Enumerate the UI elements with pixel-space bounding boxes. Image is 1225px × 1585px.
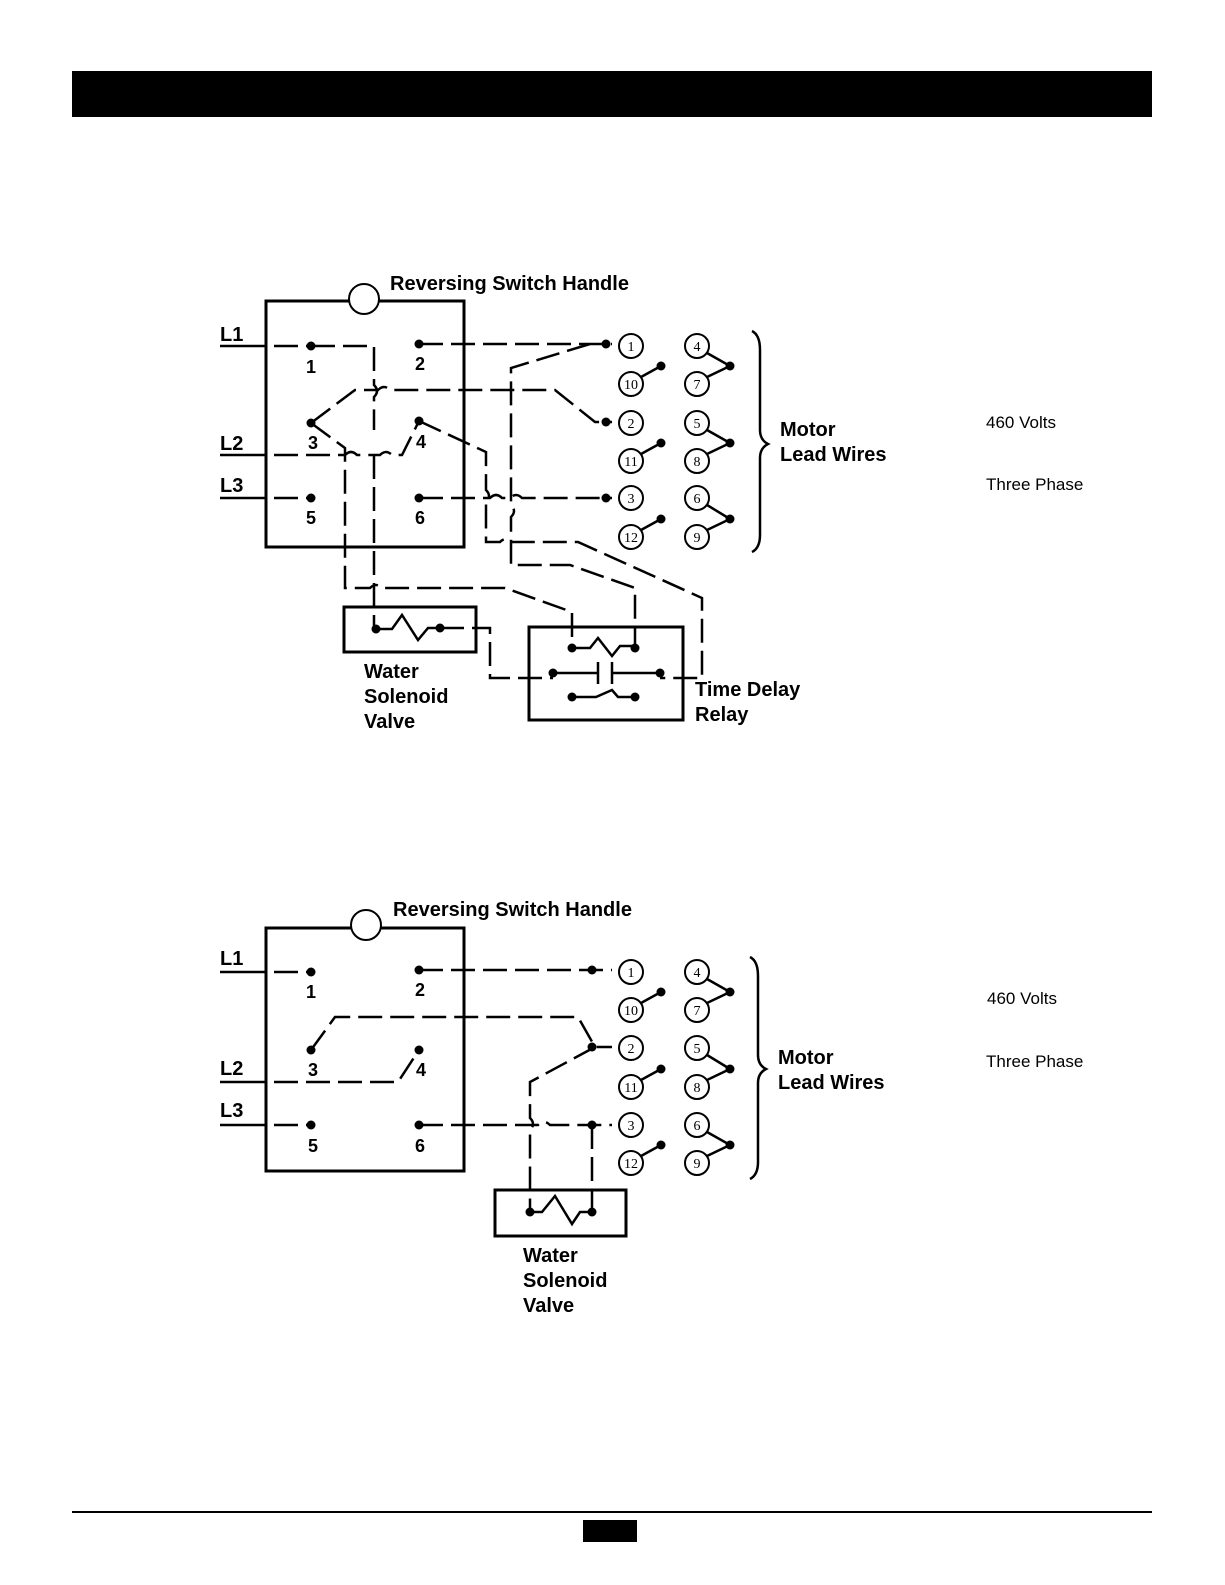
motor-leads-2: 1 10 2 11 3 12 4 7 5 8 <box>588 960 735 1175</box>
handle-label-2: Reversing Switch Handle <box>393 899 632 921</box>
svg-text:9: 9 <box>694 1157 701 1172</box>
line-label-l2: L2 <box>220 433 243 455</box>
svg-text:5: 5 <box>694 1042 701 1057</box>
svg-text:12: 12 <box>624 1157 638 1172</box>
svg-text:4: 4 <box>694 966 701 981</box>
svg-text:10: 10 <box>624 378 638 393</box>
valve-label-line3-2: Valve <box>523 1295 574 1317</box>
water-solenoid-valve-box-2 <box>495 1190 626 1236</box>
svg-text:12: 12 <box>624 531 638 546</box>
svg-text:2: 2 <box>628 1042 635 1057</box>
reversing-switch-box <box>266 301 464 547</box>
terminal-4-2: 4 <box>416 1060 426 1080</box>
svg-text:3: 3 <box>628 1119 635 1134</box>
terminal-2: 2 <box>415 354 425 374</box>
terminal-1: 1 <box>306 357 316 377</box>
valve-label-line2: Solenoid <box>364 686 448 708</box>
svg-text:1: 1 <box>628 966 635 981</box>
terminal-4: 4 <box>416 432 426 452</box>
terminal-5-2: 5 <box>308 1136 318 1156</box>
svg-text:3: 3 <box>628 492 635 507</box>
terminal-6: 6 <box>415 508 425 528</box>
svg-text:6: 6 <box>694 492 701 507</box>
motor-leads-1: 1 10 2 11 3 12 4 7 5 8 <box>602 334 735 549</box>
terminal-1-2: 1 <box>306 982 316 1002</box>
reversing-switch-box-2 <box>266 928 464 1171</box>
phase-label-2: Three Phase <box>986 1052 1083 1071</box>
svg-text:11: 11 <box>624 455 637 470</box>
terminal-5: 5 <box>306 508 316 528</box>
svg-text:8: 8 <box>694 455 701 470</box>
line-label-l1-2: L1 <box>220 948 243 970</box>
switch-handle-icon <box>349 284 379 314</box>
svg-text:4: 4 <box>694 340 701 355</box>
line-label-l3: L3 <box>220 475 243 497</box>
svg-text:10: 10 <box>624 1004 638 1019</box>
svg-text:9: 9 <box>694 531 701 546</box>
handle-label: Reversing Switch Handle <box>390 273 629 295</box>
terminal-6-2: 6 <box>415 1136 425 1156</box>
voltage-label-2: 460 Volts <box>987 989 1057 1008</box>
motor-label-line2: Lead Wires <box>780 444 887 466</box>
motor-brace-icon-2 <box>750 957 766 1179</box>
phase-label: Three Phase <box>986 475 1083 494</box>
svg-text:8: 8 <box>694 1081 701 1096</box>
relay-label-line1: Time Delay <box>695 679 801 701</box>
terminal-3: 3 <box>308 433 318 453</box>
line-label-l3-2: L3 <box>220 1100 243 1122</box>
svg-text:5: 5 <box>694 417 701 432</box>
footer-rule <box>72 1511 1152 1513</box>
valve-label-line2-2: Solenoid <box>523 1270 607 1292</box>
motor-brace-icon <box>752 331 768 552</box>
svg-text:6: 6 <box>694 1119 701 1134</box>
valve-label-line1: Water <box>364 661 419 683</box>
line-label-l2-2: L2 <box>220 1058 243 1080</box>
terminal-2-2: 2 <box>415 980 425 1000</box>
terminal-3-2: 3 <box>308 1060 318 1080</box>
page-number-tab <box>583 1520 637 1542</box>
motor-label-line1: Motor <box>780 419 836 441</box>
valve-label-line1-2: Water <box>523 1245 578 1267</box>
svg-text:7: 7 <box>694 1004 701 1019</box>
switch-handle-icon-2 <box>351 910 381 940</box>
valve-label-line3: Valve <box>364 711 415 733</box>
diagram-with-time-delay-relay: Reversing Switch Handle L1 L2 L3 1 2 3 4… <box>220 273 1083 733</box>
line-label-l1: L1 <box>220 324 243 346</box>
relay-label-line2: Relay <box>695 704 749 726</box>
svg-text:1: 1 <box>628 340 635 355</box>
svg-text:2: 2 <box>628 417 635 432</box>
svg-text:7: 7 <box>694 378 701 393</box>
svg-text:11: 11 <box>624 1081 637 1096</box>
diagram-without-relay: Reversing Switch Handle L1 L2 L3 1 2 3 4… <box>220 899 1083 1317</box>
motor-label-line2-2: Lead Wires <box>778 1072 885 1094</box>
voltage-label: 460 Volts <box>986 413 1056 432</box>
motor-label-line1-2: Motor <box>778 1047 834 1069</box>
